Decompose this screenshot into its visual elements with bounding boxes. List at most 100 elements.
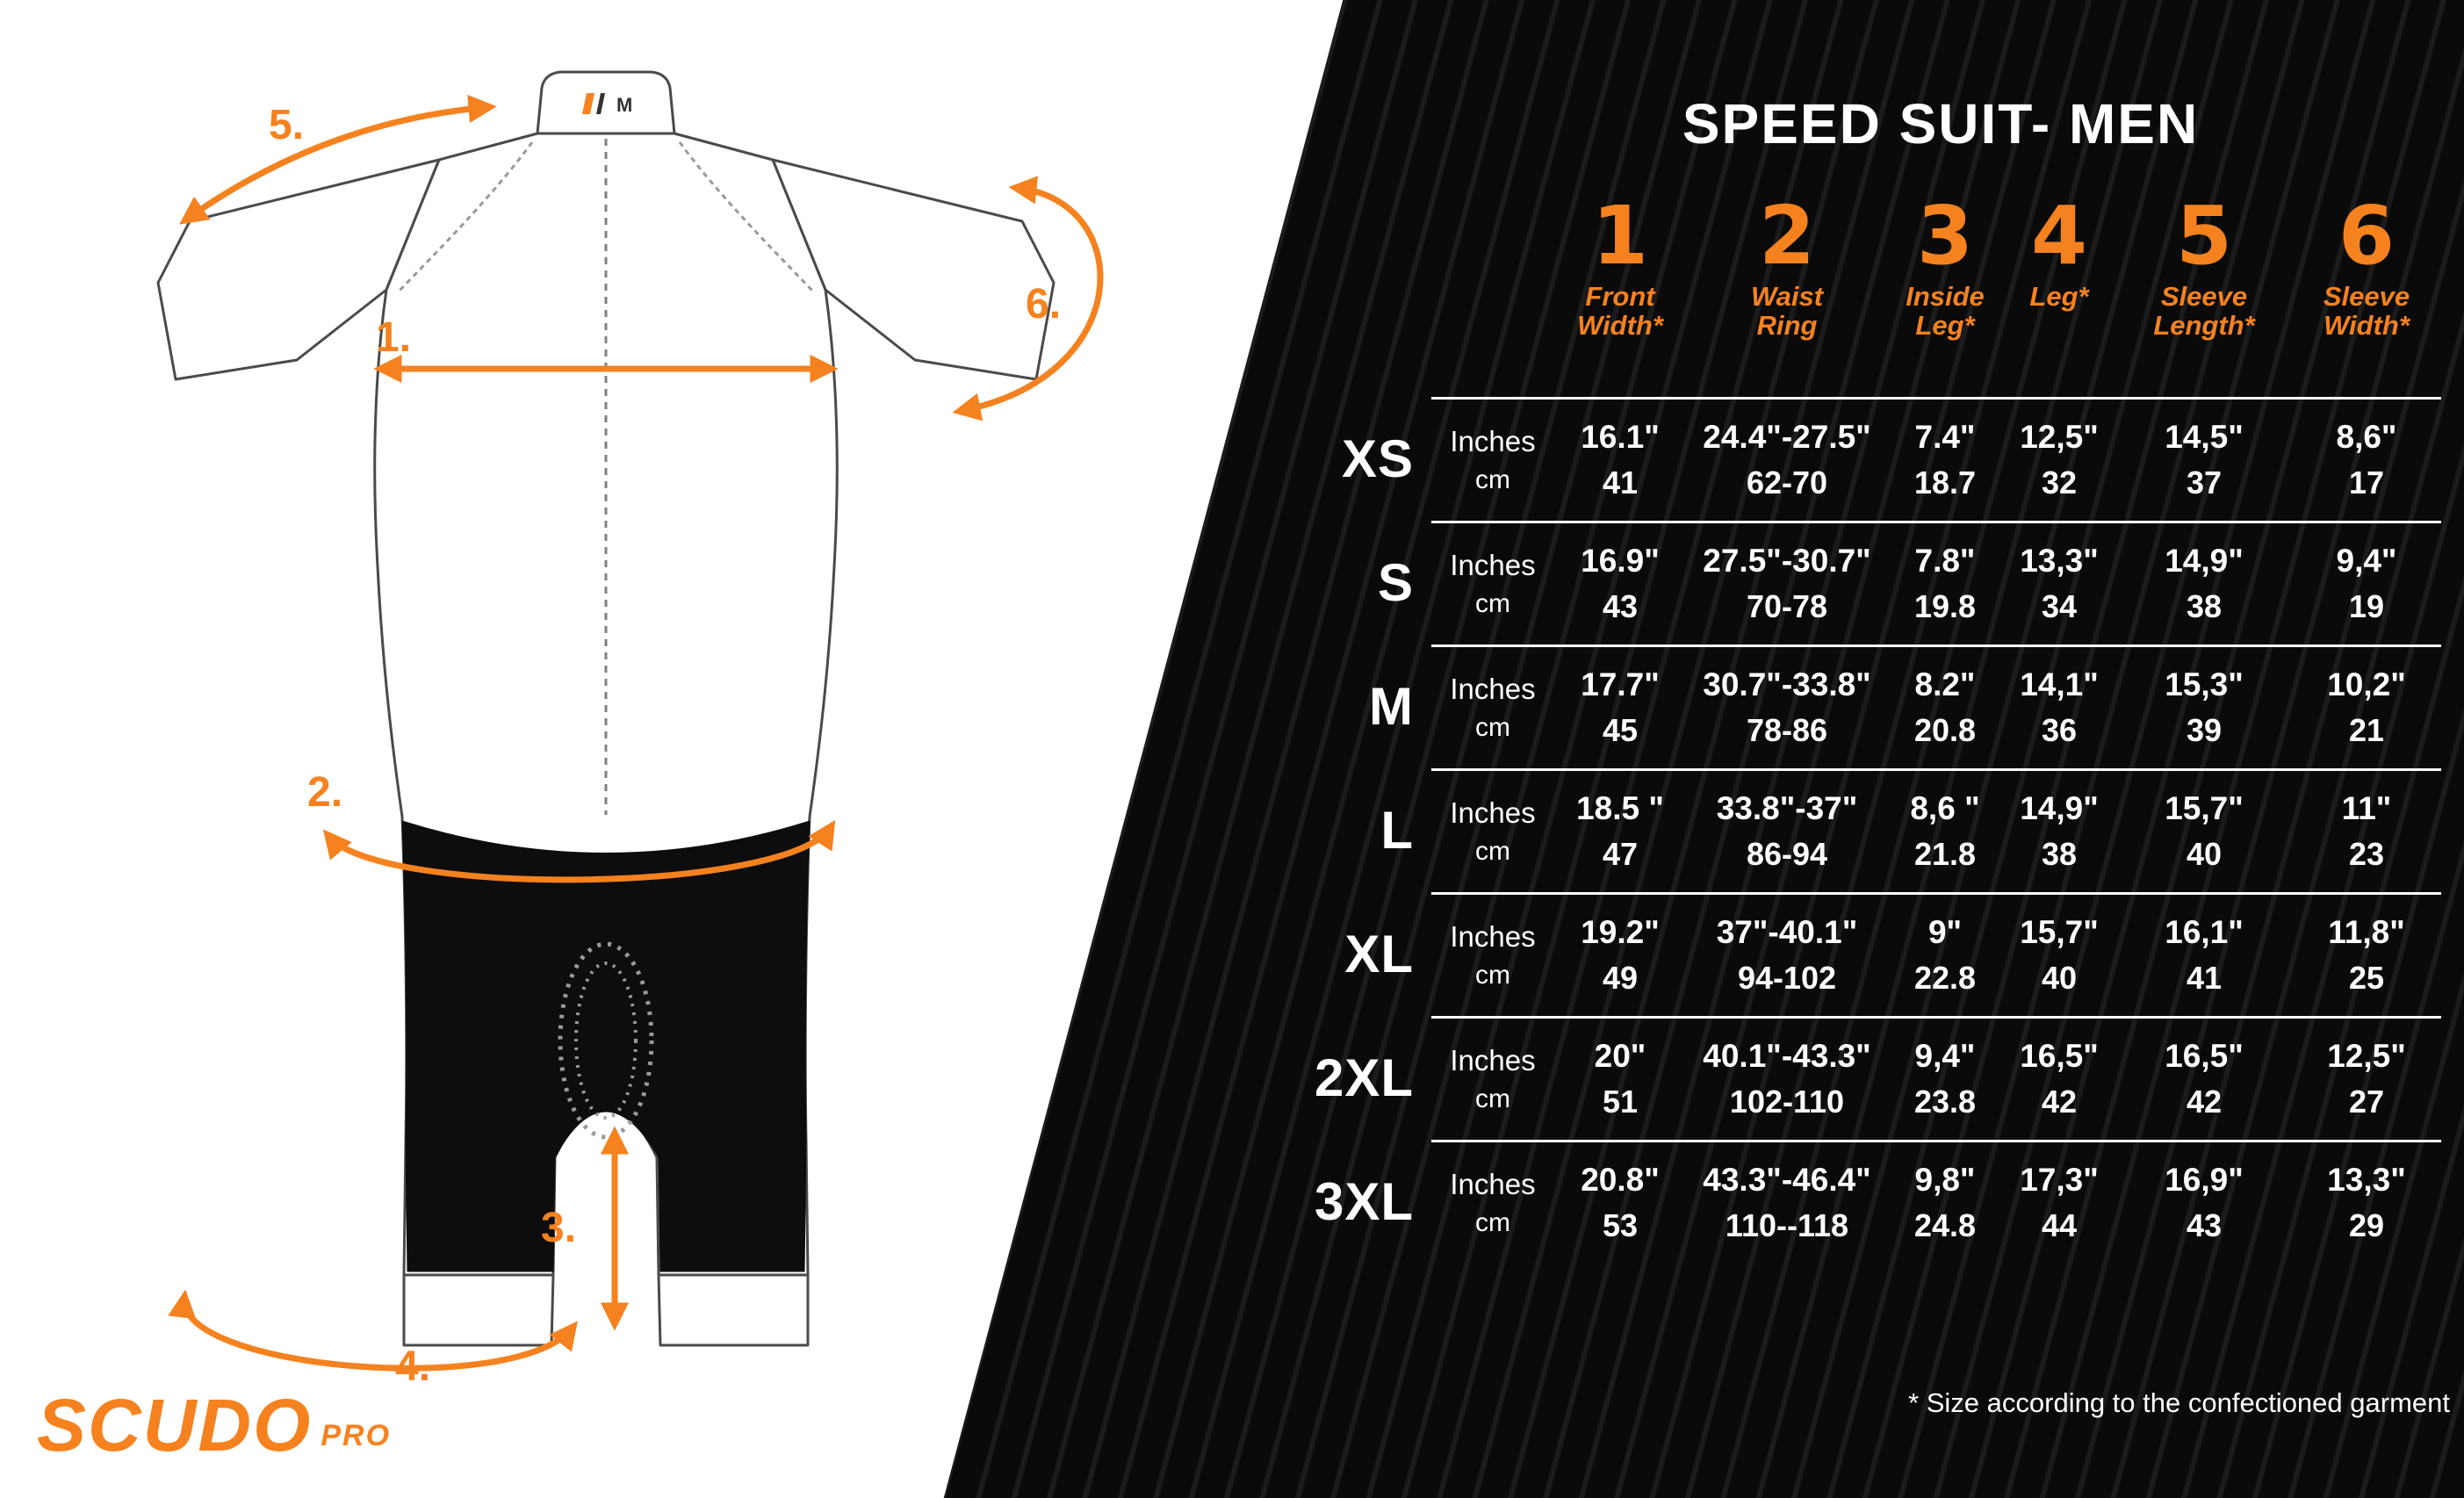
- value-cm: 34: [2041, 588, 2078, 624]
- value-cell: 16.1" 41: [1554, 397, 1686, 521]
- value-inches: 19.2": [1581, 914, 1660, 950]
- value-cell: 16,9"43: [2116, 1140, 2292, 1264]
- unit-inches-label: Inches: [1450, 1168, 1536, 1200]
- value-inches: 13,3": [2327, 1162, 2406, 1198]
- value-cell: 27.5"-30.7"70-78: [1686, 521, 1888, 645]
- value-inches: 8,6 ": [1910, 790, 1980, 826]
- unit-inches-label: Inches: [1450, 796, 1536, 829]
- value-inches: 14,5": [2165, 419, 2244, 455]
- value-inches: 15,3": [2165, 666, 2244, 702]
- value-inches: 16.1": [1581, 419, 1660, 455]
- value-cell: 15,7"40: [2116, 768, 2292, 892]
- column-number: 3: [1916, 189, 1973, 283]
- column-label: Sleeve Width*: [2323, 280, 2410, 342]
- value-cm: 41: [1602, 465, 1639, 501]
- value-cm: 53: [1602, 1207, 1639, 1243]
- measure-arrow-5: [179, 94, 497, 225]
- suit-measurement-diagram: M 5. 1. 6. 2. 3. 4.: [156, 70, 1104, 1390]
- value-cell: 11,8" 25: [2292, 892, 2441, 1016]
- measure-label-4: 4.: [395, 1343, 430, 1390]
- value-inches: 16,9": [2165, 1162, 2244, 1198]
- column-number: 5: [2175, 189, 2232, 283]
- value-cm: 39: [2186, 712, 2223, 748]
- value-cm: 22.8: [1913, 960, 1977, 996]
- value-cell: 20.8"53: [1554, 1140, 1686, 1264]
- value-cm: 23: [2348, 836, 2385, 872]
- value-cm: 18.7: [1913, 465, 1977, 501]
- footnote: * Size according to the confectioned gar…: [1908, 1387, 2450, 1418]
- collar: [536, 70, 676, 135]
- size-label-3XL: 3XL: [1314, 1172, 1414, 1231]
- value-cell: 15,3" 39: [2116, 645, 2292, 768]
- value-inches: 11,8": [2328, 914, 2405, 950]
- value-cm: 40: [2041, 960, 2078, 996]
- value-cm: 62-70: [1746, 465, 1828, 501]
- unit-cell: Inches cm: [1431, 768, 1554, 892]
- column-label: Sleeve Length*: [2153, 280, 2255, 342]
- value-inches: 16.9": [1581, 543, 1660, 579]
- value-cell: 16,5"42: [2002, 1016, 2116, 1140]
- size-label-XS: XS: [1341, 429, 1414, 488]
- measure-label-6: 6.: [1026, 281, 1061, 328]
- value-inches: 7.4": [1914, 419, 1976, 455]
- value-cm: 94-102: [1737, 960, 1837, 996]
- right-raglan-seam: [678, 141, 817, 295]
- value-inches: 24.4"-27.5": [1703, 419, 1871, 455]
- value-inches: 9,4": [1914, 1038, 1976, 1074]
- value-cm: 43: [1602, 588, 1639, 624]
- value-cell: 18.5 "47: [1554, 768, 1686, 892]
- value-cell: 16.9" 43: [1554, 521, 1686, 645]
- brand-mark-icon: [582, 93, 594, 114]
- measure-label-5: 5.: [269, 102, 304, 148]
- value-cell: 17.7"45: [1554, 645, 1686, 768]
- measure-label-3: 3.: [541, 1205, 576, 1251]
- value-cell: 8,6"17: [2292, 397, 2441, 521]
- unit-cm-label: cm: [1475, 465, 1510, 494]
- value-inches: 16,5": [2020, 1038, 2099, 1074]
- measure-label-1: 1.: [376, 314, 411, 361]
- value-cm: 38: [2186, 588, 2223, 624]
- value-cell: 9"22.8: [1888, 892, 2002, 1016]
- value-cell: 8.2"20.8: [1888, 645, 2002, 768]
- value-cell: 13,3"29: [2292, 1140, 2441, 1264]
- value-cm: 24.8: [1913, 1207, 1977, 1243]
- chart-title: SPEED SUIT- MEN: [1682, 92, 2200, 155]
- value-cm: 21: [2348, 712, 2385, 748]
- value-cell: 12,5"27: [2292, 1016, 2441, 1140]
- value-cell: 10,2"21: [2292, 645, 2441, 768]
- value-cell: 24.4"-27.5" 62-70: [1686, 397, 1888, 521]
- chamois-pad-outline: [558, 941, 654, 1140]
- value-inches: 17,3": [2020, 1162, 2099, 1198]
- value-inches: 12,5": [2020, 419, 2099, 455]
- value-cell: 14,1" 36: [2002, 645, 2116, 768]
- value-cell: 9,4"19: [2292, 521, 2441, 645]
- column-number: 4: [2030, 189, 2087, 283]
- black-shorts: [401, 820, 811, 1272]
- value-cell: 40.1"-43.3"102-110: [1686, 1016, 1888, 1140]
- value-cm: 36: [2041, 712, 2078, 748]
- value-inches: 33.8"-37": [1716, 790, 1858, 826]
- value-cell: 7.4" 18.7: [1888, 397, 2002, 521]
- value-cell: 16,1"41: [2116, 892, 2292, 1016]
- value-cm: 21.8: [1913, 836, 1977, 872]
- unit-inches-label: Inches: [1450, 1044, 1536, 1077]
- value-cell: 33.8"-37"86-94: [1686, 768, 1888, 892]
- unit-cm-label: cm: [1475, 837, 1510, 866]
- size-label-XL: XL: [1344, 925, 1414, 983]
- brand-mark-icon: [596, 93, 605, 114]
- value-inches: 15,7": [2020, 914, 2099, 950]
- measure-arrow-4: [168, 1289, 578, 1372]
- value-cm: 19.8: [1913, 588, 1977, 624]
- value-inches: 17.7": [1581, 666, 1660, 702]
- unit-cm-label: cm: [1475, 713, 1510, 742]
- value-inches: 14,1": [2020, 666, 2099, 702]
- value-inches: 7.8": [1914, 543, 1976, 579]
- value-cm: 42: [2186, 1084, 2223, 1120]
- value-cm: 25: [2348, 960, 2385, 996]
